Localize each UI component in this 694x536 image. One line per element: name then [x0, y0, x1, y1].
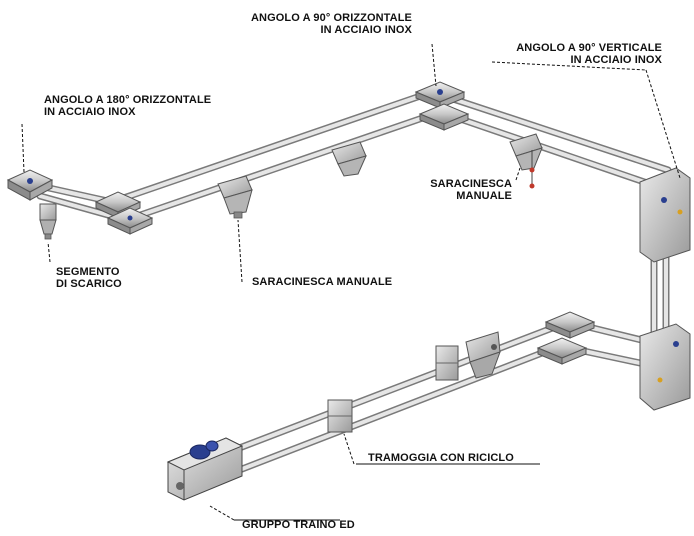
- corner-left-lower: [106, 207, 154, 235]
- segmento-scarico-part: [39, 203, 57, 240]
- leader-underlines: [234, 463, 540, 521]
- leader-saracinesca-right: [515, 167, 521, 181]
- corner-180-left: [6, 169, 54, 201]
- label-angolo-90-orizzontale: ANGOLO A 90° ORIZZONTALE IN ACCIAIO INOX: [250, 12, 412, 36]
- label-saracinesca-manuale-center: SARACINESCA MANUALE: [252, 276, 393, 288]
- leader-lines: [21, 43, 681, 521]
- leader-segmento-scarico: [47, 241, 51, 263]
- leader-angolo-90-vert: [491, 61, 647, 71]
- label-segmento-scarico: SEGMENTO DI SCARICO: [56, 266, 122, 290]
- corner-90-horizontal-bottom: [418, 103, 470, 131]
- tube-network: [18, 88, 672, 480]
- corner-90-vertical-top: [639, 167, 691, 263]
- tube-back-upper: [18, 88, 672, 206]
- label-tramoggia: TRAMOGGIA CON RICICLO: [368, 452, 514, 464]
- leader-gruppo-traino: [209, 505, 235, 521]
- label-saracinesca-manuale-right: SARACINESCA MANUALE: [430, 178, 512, 202]
- label-angolo-180-orizzontale: ANGOLO A 180° ORIZZONTALE IN ACCIAIO INO…: [44, 94, 212, 118]
- leader-angolo-180: [21, 123, 25, 173]
- saracinesca-center-part: [217, 175, 253, 219]
- corner-front-lower: [536, 337, 588, 365]
- saracinesca-right-part: [509, 133, 543, 189]
- tube-back-lower: [36, 108, 660, 224]
- label-angolo-90-verticale: ANGOLO A 90° VERTICALE IN ACCIAIO INOX: [516, 42, 662, 66]
- corner-front-upper: [544, 311, 596, 339]
- leader-tramoggia: [343, 433, 355, 465]
- label-gruppo-traino: GRUPPO TRAINO ED: [242, 519, 355, 531]
- leader-saracinesca-center: [237, 219, 243, 283]
- leader-angolo-90-vert-2: [645, 69, 681, 179]
- support-frame-front: [327, 399, 353, 433]
- corner-90-horizontal-top: [414, 81, 466, 109]
- tramoggia-part: [465, 331, 501, 379]
- corner-90-vertical-bottom: [639, 323, 691, 411]
- support-frame-middle: [435, 345, 459, 381]
- gruppo-traino-part: [166, 437, 244, 501]
- leader-angolo-90-orizz: [431, 43, 437, 87]
- saracinesca-top-part: [331, 141, 367, 177]
